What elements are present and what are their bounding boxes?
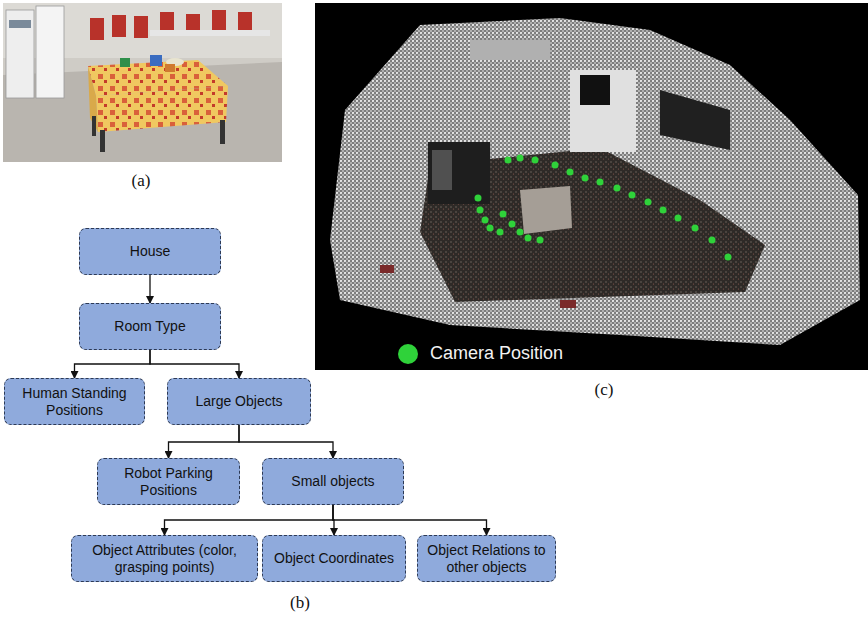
box-text: Small objects (291, 473, 374, 490)
tree-connector (149, 275, 150, 303)
illustration-part (520, 186, 572, 234)
point-cloud (315, 3, 868, 370)
illustration-part (500, 211, 507, 218)
illustration-part (428, 142, 490, 204)
tree-connector (169, 425, 240, 458)
room-photo (3, 3, 282, 162)
illustration-part (150, 55, 162, 66)
illustration-part (315, 3, 868, 370)
illustration-part (497, 229, 504, 236)
illustration-part (475, 155, 732, 261)
illustration-part (120, 58, 130, 67)
legend-text: Camera Position (430, 343, 563, 364)
illustration-part (330, 18, 860, 345)
illustration-part (709, 237, 716, 244)
illustration-part (220, 120, 225, 144)
illustration-part (532, 157, 539, 164)
box-text: Robot Parking Positions (105, 465, 232, 499)
panel-label: (a) (132, 171, 151, 191)
process-box: Small objects (262, 458, 404, 505)
illustration-part (675, 215, 682, 222)
legend-swatch (398, 344, 418, 364)
illustration-part (212, 10, 226, 32)
illustration-part (517, 229, 524, 236)
illustration-part (580, 75, 610, 105)
tree-connector (239, 425, 333, 458)
illustration-part (567, 169, 574, 176)
illustration-part (9, 20, 31, 28)
illustration-part (505, 157, 512, 164)
illustration-part (629, 192, 636, 199)
process-box: Object Coordinates (262, 535, 406, 582)
illustration-part (560, 300, 576, 308)
illustration-part (96, 86, 228, 132)
panel-label: (c) (595, 380, 614, 400)
illustration-part (36, 6, 64, 98)
illustration-part (660, 207, 667, 214)
illustration-part (432, 150, 452, 190)
box-text: Room Type (114, 318, 185, 335)
illustration-part (552, 162, 559, 169)
illustration-part (3, 3, 282, 162)
illustration-part (692, 225, 699, 232)
illustration-part (482, 217, 489, 224)
illustration-part (487, 225, 494, 232)
illustration-part (100, 130, 105, 152)
box-text: Human Standing Positions (12, 385, 137, 419)
illustration-part (112, 15, 126, 37)
process-box: Room Type (79, 303, 221, 350)
illustration-part (470, 40, 550, 60)
process-box: House (79, 228, 221, 275)
legend-entry: Camera Position (398, 343, 563, 364)
illustration-part (475, 195, 482, 202)
box-text: Object Relations to other objects (425, 542, 548, 576)
illustration-part (150, 30, 270, 36)
box-text: Large Objects (195, 393, 282, 410)
illustration-part (380, 265, 394, 273)
illustration-part (6, 10, 34, 98)
illustration-part (725, 254, 732, 261)
box-text: House (130, 243, 170, 260)
illustration-part (525, 235, 532, 242)
illustration-part (92, 116, 96, 136)
tree-connector (150, 350, 239, 378)
illustration-part (645, 199, 652, 206)
process-box: Robot Parking Positions (97, 458, 240, 505)
illustration-part (614, 185, 621, 192)
illustration-part (509, 221, 516, 228)
illustration-part (165, 64, 175, 72)
tree-connector (333, 505, 487, 535)
illustration-part (597, 179, 604, 186)
box-text: Object Attributes (color, grasping point… (79, 542, 250, 576)
illustration-part (90, 18, 104, 40)
tree-connector (165, 505, 334, 535)
illustration-part (134, 16, 148, 38)
process-box: Large Objects (167, 378, 311, 425)
panel-label: (b) (290, 593, 310, 613)
illustration-part (477, 207, 484, 214)
illustration-part (582, 175, 589, 182)
illustration-part (517, 155, 524, 162)
process-box: Object Relations to other objects (417, 535, 556, 582)
process-box: Human Standing Positions (4, 378, 145, 425)
illustration-part (537, 237, 544, 244)
tree-connector (75, 350, 151, 378)
illustration-part (570, 70, 636, 152)
box-text: Object Coordinates (274, 550, 394, 567)
process-box: Object Attributes (color, grasping point… (71, 535, 258, 582)
illustration-part (660, 90, 730, 150)
